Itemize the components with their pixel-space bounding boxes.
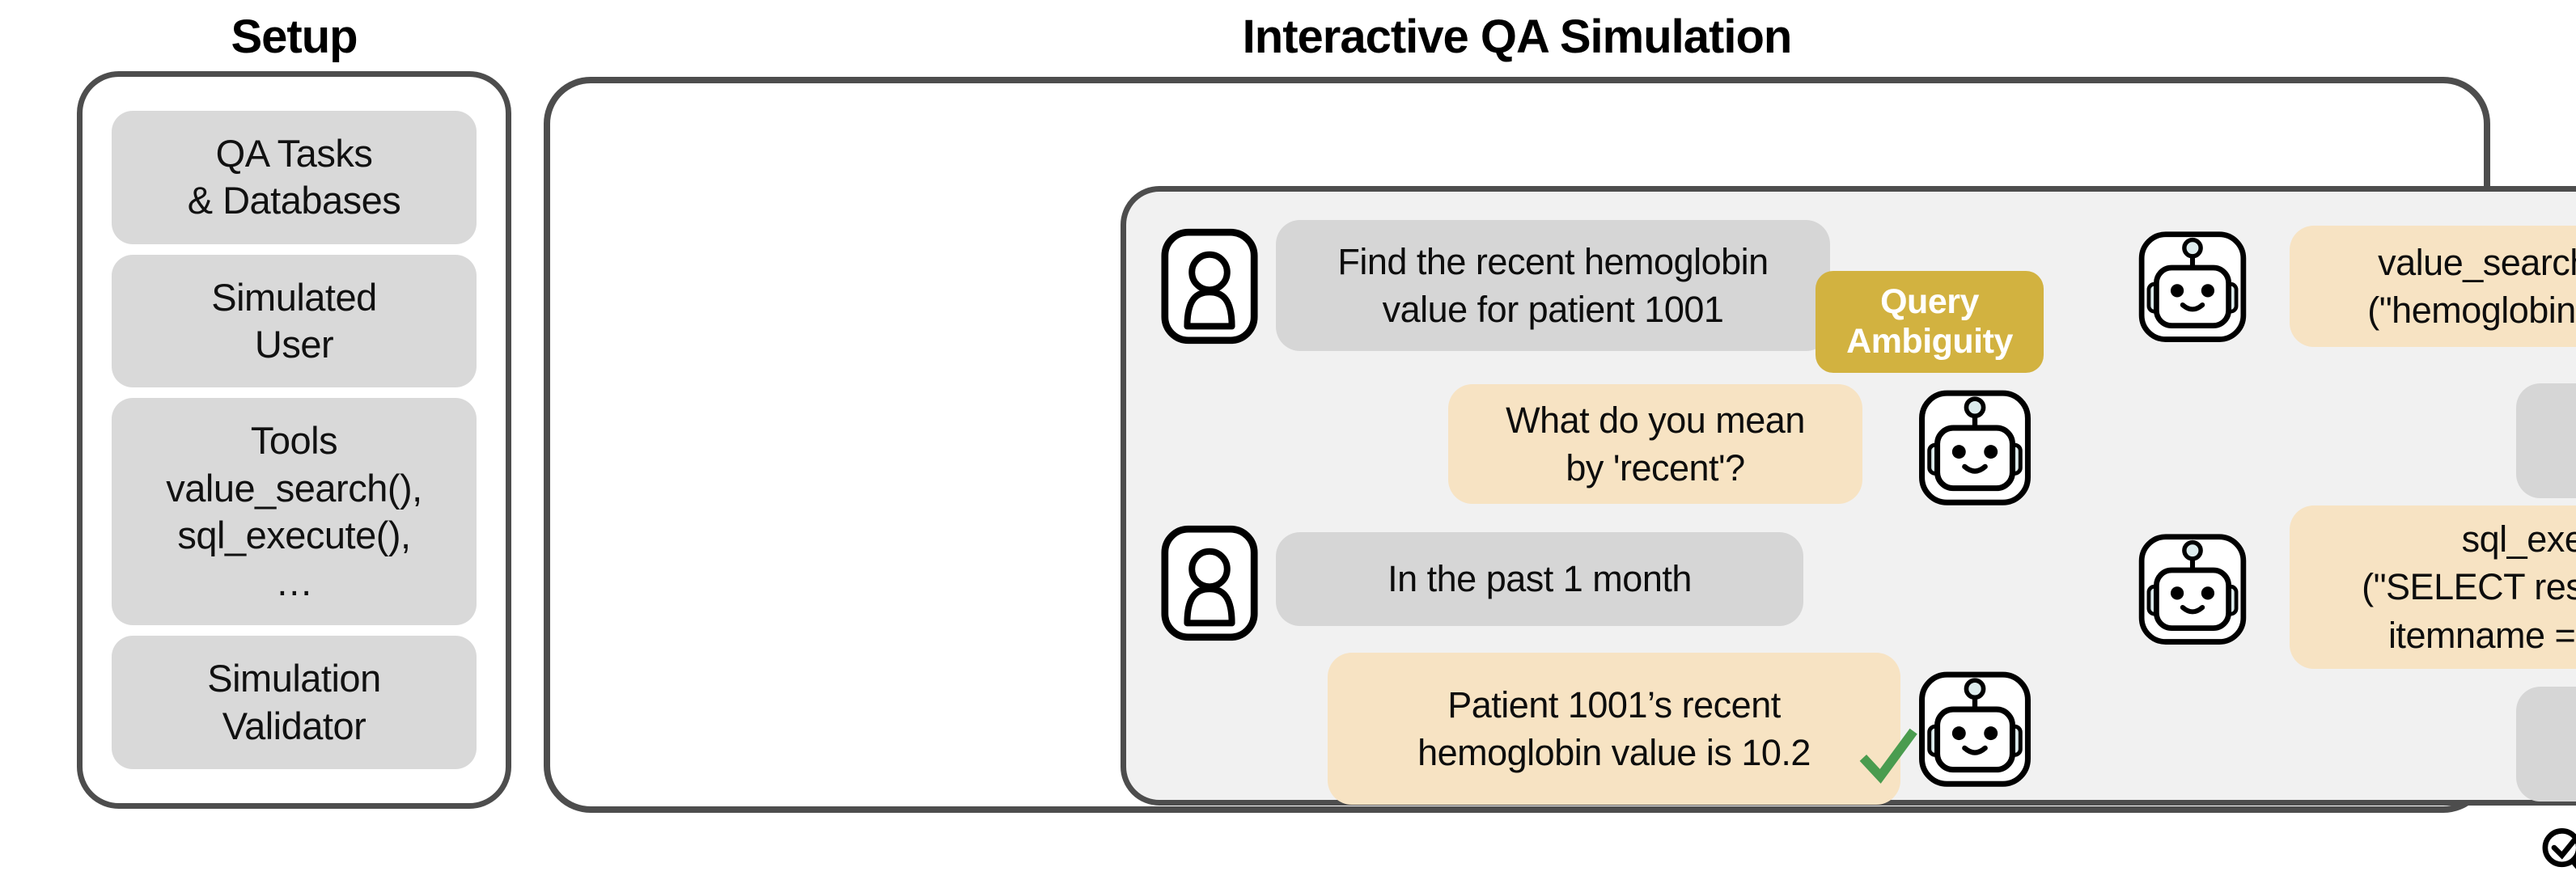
simulation-validation: Simulation Validation (2411, 821, 2576, 884)
robot-icon (1916, 667, 2034, 790)
setup-box-line: sql_execute(), (177, 513, 411, 556)
simulation-title: Interactive QA Simulation (1242, 11, 1793, 63)
setup-box-tools: Tools value_search(), sql_execute(), … (112, 398, 477, 626)
setup-title: Setup (231, 11, 358, 63)
simulation-outer-panel: Find the recent hemoglobin value for pat… (544, 77, 2576, 813)
robot-icon (1916, 386, 2034, 509)
setup-box-line: QA Tasks (215, 132, 373, 175)
bubble-line: ("hemoglobin") (2367, 290, 2576, 331)
robot-icon (2136, 227, 2249, 345)
robot-icon (2136, 530, 2249, 648)
agent-answer-bubble: Patient 1001’s recent hemoglobin value i… (1328, 653, 1917, 805)
bubble-line: ("SELECT resultvalue … (2362, 566, 2576, 608)
badge-line: Query (1880, 281, 1979, 321)
bubble-line: What do you mean (1506, 399, 1805, 441)
bubble-line: by 'recent'? (1566, 447, 1745, 489)
user-icon (1160, 524, 1259, 642)
setup-box-line: Simulated (211, 275, 377, 319)
bubble-line: value_search (2378, 241, 2576, 283)
bubble-line: Patient 1001’s recent (1447, 683, 1781, 725)
setup-box-line: Tools (250, 419, 338, 463)
setup-box-qa-tasks: QA Tasks & Databases (112, 111, 477, 244)
db-result-bubble-hgb: hgb (2516, 383, 2576, 498)
query-ambiguity-badge: Query Ambiguity (1815, 271, 2044, 373)
db-result-bubble-tuple: [(10,2)] (2516, 687, 2576, 802)
setup-box-line: value_search(), (166, 466, 422, 510)
agent-question-bubble: What do you mean by 'recent'? (1448, 384, 1862, 504)
user-message-bubble-2: In the past 1 month (1276, 532, 1803, 626)
setup-box-simulated-user: Simulated User (112, 254, 477, 388)
tool-call-bubble-sql-execute: sql_execute ("SELECT resultvalue … itemn… (2290, 505, 2576, 669)
setup-box-line: User (254, 322, 334, 366)
bubble-line: sql_execute (2461, 518, 2576, 560)
bubble-line: Find the recent hemoglobin (1337, 240, 1769, 282)
setup-box-line: Simulation (207, 657, 381, 700)
setup-box-line: … (275, 560, 313, 604)
setup-box-simulation-validator: Simulation Validator (112, 636, 477, 769)
simulation-inner-panel: Find the recent hemoglobin value for pat… (1121, 186, 2576, 806)
bubble-line: In the past 1 month (1388, 558, 1692, 600)
bubble-line: itemname = 'hgb' … ) (2387, 614, 2576, 656)
magnifier-check-icon (2538, 823, 2576, 882)
user-icon (1160, 227, 1259, 345)
bubble-line: hemoglobin value is 10.2 (1417, 732, 1811, 773)
badge-line: Ambiguity (1846, 322, 2013, 361)
tool-call-bubble-value-search: value_search ("hemoglobin") (2290, 226, 2576, 347)
green-checkmark-icon (1859, 728, 1917, 784)
user-message-bubble-1: Find the recent hemoglobin value for pat… (1276, 220, 1830, 351)
setup-box-line: & Databases (187, 179, 401, 222)
setup-panel: QA Tasks & Databases Simulated User Tool… (77, 71, 511, 809)
setup-box-line: Validator (222, 704, 366, 747)
bubble-line: value for patient 1001 (1382, 289, 1724, 330)
